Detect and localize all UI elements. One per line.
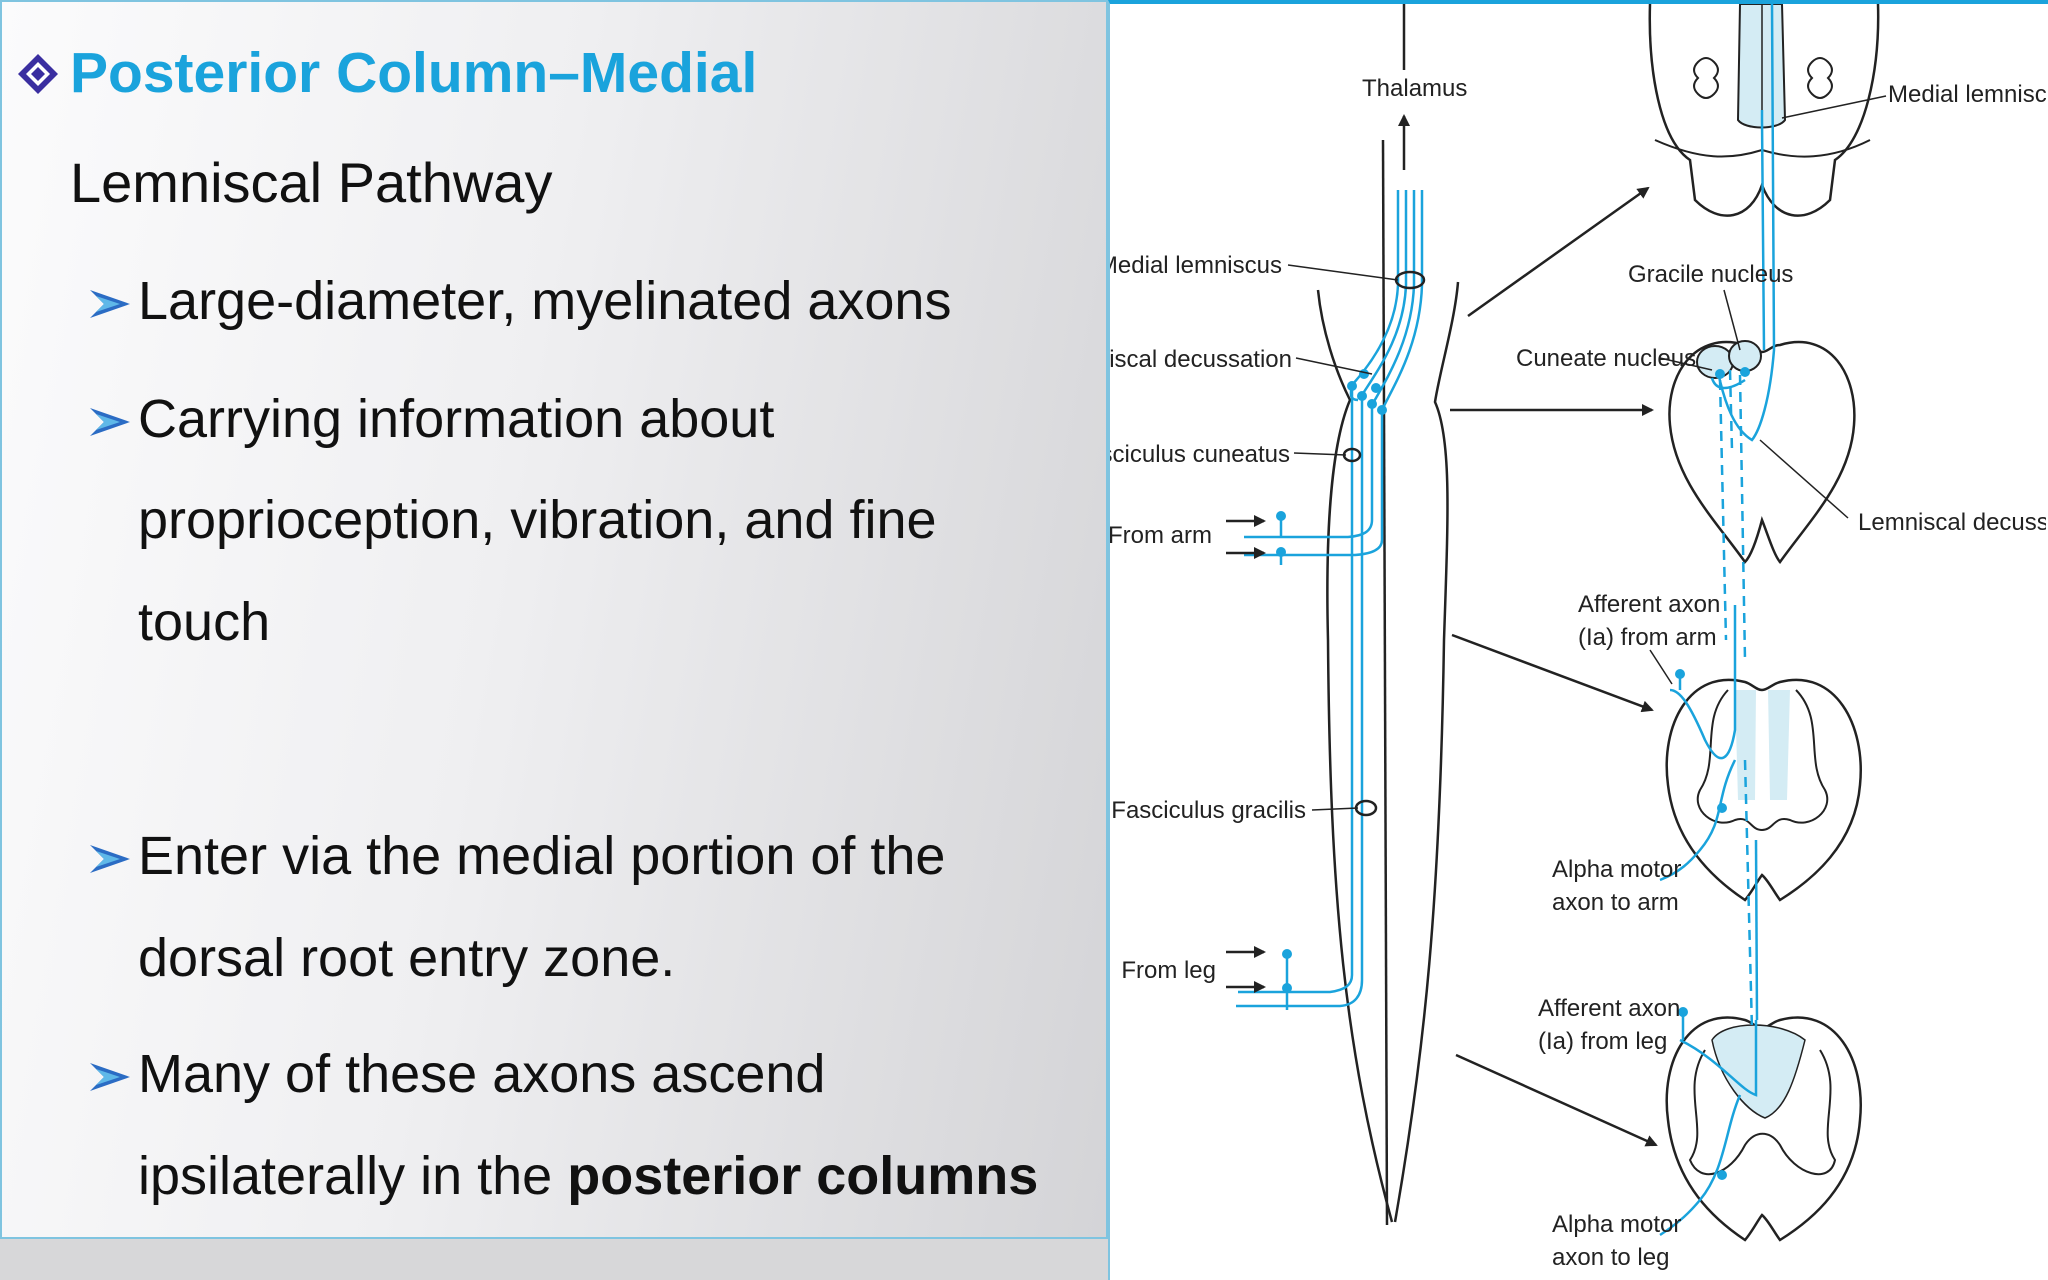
spinal-cord-outline — [1316, 4, 1460, 1226]
bullet-3-line-2: dorsal root entry zone. — [138, 928, 676, 988]
bullet-4-line-2: ipsilaterally in the posterior columns — [138, 1145, 1038, 1207]
slide-subtitle: Lemniscal Pathway — [70, 151, 553, 214]
slide-bottom-strip — [0, 1239, 1110, 1280]
bullet-2-line-2: proprioception, vibration, and fine — [138, 490, 937, 550]
nucleus-dots — [1276, 369, 1387, 993]
label-alpha-leg-1: Alpha motor — [1552, 1211, 1681, 1238]
label-alpha-arm-1: Alpha motor — [1552, 856, 1681, 883]
bullet-4-bold-text: posterior columns — [567, 1146, 1039, 1206]
pathway-diagram: Thalamus Medial lemniscus Lemniscal decu… — [1110, 4, 2046, 1271]
slide-title: Posterior Column–Medial — [70, 41, 758, 105]
bullet-3-line-1: Enter via the medial portion of the — [138, 826, 946, 886]
label-alpha-leg-2: axon to leg — [1552, 1244, 1669, 1271]
figure-panel: Thalamus Medial lemniscus Lemniscal decu… — [1108, 0, 2048, 1280]
label-afferent-arm-1: Afferent axon — [1578, 591, 1720, 618]
label-afferent-arm-2: (Ia) from arm — [1578, 624, 1717, 651]
bullet-2-line-1: Carrying information about — [138, 389, 775, 449]
label-afferent-leg-2: (Ia) from leg — [1538, 1028, 1667, 1055]
label-afferent-leg-1: Afferent axon — [1538, 995, 1680, 1022]
label-fasciculus-cuneatus: Fasciculus cuneatus — [1110, 441, 1290, 468]
medulla-section — [1648, 4, 1880, 217]
arrow-bullet-icon — [90, 845, 130, 873]
arrow-bullet-icon — [90, 290, 130, 318]
bullet-2-line-3: touch — [138, 592, 271, 652]
label-medial-lemniscus-right: Medial lemniscus — [1888, 81, 2046, 108]
label-alpha-arm-2: axon to arm — [1552, 889, 1679, 916]
diamond-bullet-icon — [18, 54, 58, 94]
label-gracile-nucleus: Gracile nucleus — [1628, 261, 1793, 288]
label-lemniscal-decussation-right: Lemniscal decussation — [1858, 509, 2046, 536]
label-thalamus: Thalamus — [1362, 75, 1467, 102]
label-from-arm: From arm — [1110, 522, 1212, 549]
lower-medulla-section — [1668, 340, 1856, 565]
label-from-leg: From leg — [1121, 957, 1216, 984]
arrow-bullet-icon — [90, 1063, 130, 1091]
lumbar-section — [1665, 1016, 1862, 1242]
label-lemniscal-decussation-left: Lemniscal decussation — [1110, 346, 1292, 373]
arrow-bullet-icon — [90, 408, 130, 436]
label-medial-lemniscus-left: Medial lemniscus — [1110, 252, 1282, 279]
label-cuneate-nucleus: Cuneate nucleus — [1516, 345, 1696, 372]
cervical-section — [1665, 678, 1862, 902]
bullet-4-line-1: Many of these axons ascend — [138, 1044, 826, 1104]
bullet-4-plain-text: ipsilaterally in the — [138, 1146, 568, 1206]
text-panel: Posterior Column–Medial Lemniscal Pathwa… — [0, 0, 1108, 1239]
dorsal-column-pathway — [1236, 190, 1424, 1008]
bullet-1-text: Large-diameter, myelinated axons — [138, 271, 952, 331]
label-fasciculus-gracilis: Fasciculus gracilis — [1111, 797, 1306, 824]
